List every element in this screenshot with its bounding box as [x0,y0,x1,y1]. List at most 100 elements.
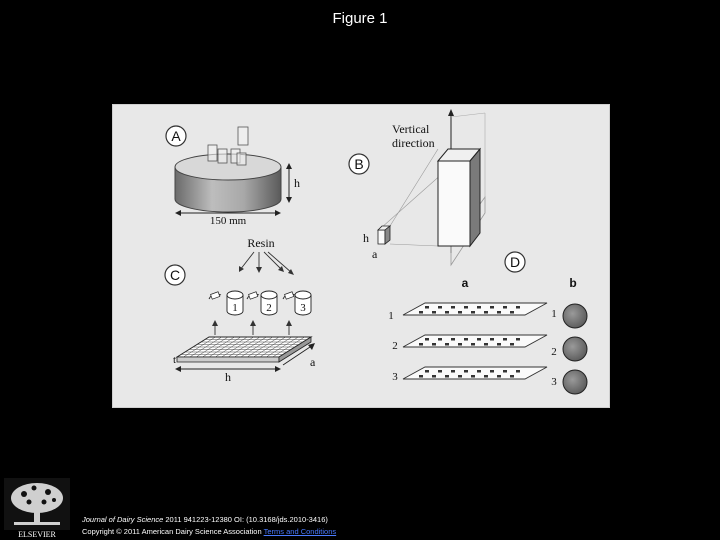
tissue-section [510,343,514,346]
tissue-section [516,338,520,341]
panel-label-a: A [171,128,181,144]
tissue-section [484,311,488,314]
cheese-cylinder [174,126,282,213]
figure-diagram: A h 150 mm B Vertical direct [164,109,588,395]
tissue-section [471,375,475,378]
col-b-header: b [569,276,576,290]
tissue-section [510,311,514,314]
height-label: h [294,176,300,190]
terms-and-conditions-link[interactable]: Terms and Conditions [263,527,337,536]
row-number-2: 2 [392,340,398,352]
figure-panel: A h 150 mm B Vertical direct [112,104,610,408]
panel-label-c: C [170,267,180,283]
tissue-section [458,375,462,378]
tissue-section [432,375,436,378]
tissue-section [471,311,475,314]
slide-title: Figure 1 [332,10,388,27]
sample-prism [436,147,482,248]
panel-label-b: B [354,156,363,172]
diameter-label: 150 mm [210,215,247,227]
tissue-section [438,370,442,373]
tissue-section [516,370,520,373]
tissue-section [477,338,481,341]
tissue-section [503,370,507,373]
tissue-section [458,311,462,314]
cross-section-disc-2 [562,336,588,362]
journal-name: Journal of Dairy Science [82,515,164,524]
tissue-section [419,311,423,314]
c-h-label: h [225,370,231,384]
cross-section-disc-1 [562,303,588,329]
panel-c: C Resin 1 2 [164,236,316,384]
resin-arrows [239,251,293,274]
elsevier-wordmark: ELSEVIER [18,530,56,538]
tissue-section [497,375,501,378]
row-b-number-3: 3 [551,376,557,388]
tissue-section [497,311,501,314]
tissue-section [425,338,429,341]
tissue-section [425,370,429,373]
tissue-section [445,375,449,378]
vertical-direction-label-line2: direction [392,136,435,150]
tissue-section [484,375,488,378]
a-dimension-line [282,344,314,366]
citation-block: Journal of Dairy Science 2011 941223-123… [82,514,336,538]
col-a-header: a [462,276,469,290]
row-number-3: 3 [392,371,398,383]
tissue-section [451,370,455,373]
tissue-section [490,338,494,341]
embedding-molds: 1 2 3 [208,290,312,316]
tissue-section [464,338,468,341]
tissue-section [419,375,423,378]
elsevier-logo: ELSEVIER [4,478,70,538]
tissue-section [451,306,455,309]
panel-label-d: D [510,254,520,270]
tissue-section [445,343,449,346]
tissue-section [503,306,507,309]
tissue-section [458,343,462,346]
tissue-section [490,370,494,373]
tissue-section [503,338,507,341]
copyright-text: Copyright © 2011 American Dairy Science … [82,527,262,536]
tissue-section [445,311,449,314]
row-b-number-1: 1 [551,308,557,320]
tissue-section [471,343,475,346]
tissue-section [477,370,481,373]
tissue-section [516,306,520,309]
tissue-section [419,343,423,346]
tissue-section [510,375,514,378]
tissue-section [438,338,442,341]
panel-d: D a b 1 2 3 1 2 3 [388,251,588,395]
tissue-section [464,306,468,309]
mold-number-1: 1 [232,302,238,314]
cross-section-disc-3 [562,369,588,395]
tissue-section [497,343,501,346]
tissue-section [490,306,494,309]
vertical-direction-label-line1: Vertical [392,122,430,136]
panel-a: A h 150 mm [165,125,300,227]
t-label: t [173,354,176,366]
row-number-1: 1 [388,310,394,322]
row-b-number-2: 2 [551,346,557,358]
small-sample-block [377,225,392,245]
tissue-section [432,343,436,346]
microscope-slides [402,302,548,380]
tissue-section [425,306,429,309]
small-a-label: a [372,247,378,261]
resin-label: Resin [247,236,274,250]
sectioned-grid-slab [175,336,313,363]
c-a-label: a [310,355,316,369]
mold-number-2: 2 [266,302,272,314]
tissue-section [451,338,455,341]
tissue-section [464,370,468,373]
panel-b: B Vertical direction h a [348,109,486,267]
copyright-line: Copyright © 2011 American Dairy Science … [82,526,336,538]
tissue-section [438,306,442,309]
small-h-label: h [363,231,369,245]
citation-line: Journal of Dairy Science 2011 941223-123… [82,514,336,526]
mold-number-3: 3 [300,302,306,314]
tissue-section [432,311,436,314]
tissue-section [477,306,481,309]
tissue-section [484,343,488,346]
citation-details: 2011 941223-12380 OI: (10.3168/jds.2010-… [163,515,328,524]
